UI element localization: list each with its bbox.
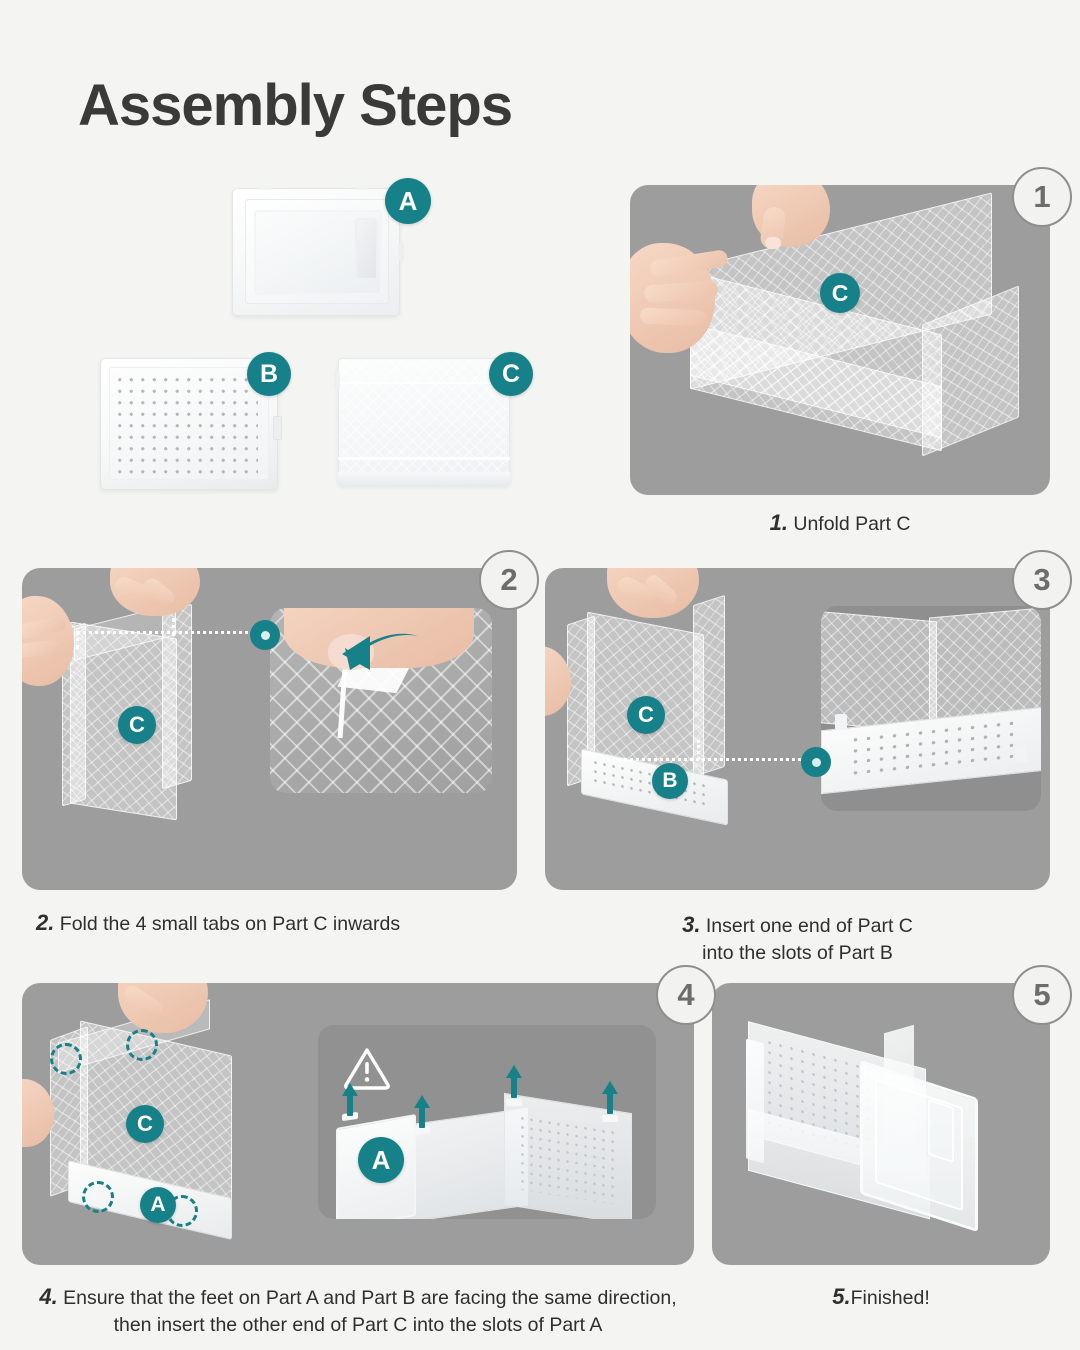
- step-3-connector-dot: [801, 747, 831, 777]
- step-2-panel: 2 C: [22, 550, 539, 890]
- part-c-mesh-texture: [341, 361, 507, 483]
- step-4-arrow-4: [602, 1081, 618, 1115]
- step-2-fold-arrow: [342, 633, 418, 670]
- step-2-detail-thumb: [284, 608, 474, 668]
- step-3-badge-c-label: C: [638, 702, 654, 727]
- part-a-illustration: [232, 185, 404, 316]
- step-4-arrow-2: [414, 1095, 430, 1129]
- step-3-number: 3: [1012, 550, 1072, 610]
- step-1-finger-3: [639, 307, 707, 327]
- step-4-badge-a-label: A: [150, 1193, 166, 1216]
- part-c-illustration: [334, 358, 514, 486]
- step-3-caption-text-1: Insert one end of Part C: [705, 915, 913, 937]
- step-4-detail-foot-3: [506, 1099, 522, 1106]
- step-4-foot-highlight-1: [50, 1043, 82, 1075]
- step-2-connector-tick-right: [172, 618, 175, 636]
- step-4-panel: A 4 C A: [22, 965, 716, 1265]
- step-5-door-latch: [968, 1111, 975, 1137]
- step-4-arrow-3: [506, 1065, 522, 1099]
- step-3-badge-c: C: [627, 696, 665, 734]
- page-title: Assembly Steps: [78, 73, 513, 138]
- step-4-caption-line-1: 4. Ensure that the feet on Part A and Pa…: [22, 1282, 694, 1312]
- step-2-detail-inset: [270, 608, 492, 793]
- step-2-connector-dot: [250, 620, 280, 650]
- step-4-detail-badge-a-label: A: [371, 1144, 391, 1175]
- part-badge-b-label: B: [259, 359, 279, 388]
- step-2-number: 2: [479, 550, 539, 610]
- step-5-number: 5: [1012, 965, 1072, 1025]
- step-3-badge-b: B: [652, 763, 688, 799]
- step-4-caption-text-1: Ensure that the feet on Part A and Part …: [63, 1287, 677, 1309]
- step-3-connector-tick: [697, 740, 700, 760]
- step-1-number-label: 1: [1033, 179, 1051, 214]
- step-3-badge-b-label: B: [662, 769, 678, 792]
- step-1-panel: 1 C: [630, 167, 1072, 495]
- step-2-connector-tick-left: [76, 631, 79, 649]
- step-5-number-label: 5: [1033, 977, 1051, 1012]
- step-3-caption-number: 3.: [682, 912, 701, 937]
- part-a-handle: [355, 218, 378, 280]
- step-1-caption: 1. Unfold Part C: [630, 508, 1050, 538]
- step-1-number: 1: [1012, 167, 1072, 227]
- part-c-crease-bottom: [338, 457, 510, 460]
- part-a-nub-right: [356, 185, 368, 190]
- step-5-caption: 5.Finished!: [712, 1282, 1050, 1312]
- step-4-detail-perforations: [518, 1113, 616, 1205]
- step-1-caption-text: Unfold Part C: [793, 513, 911, 535]
- part-badge-c-label: C: [501, 359, 521, 388]
- part-a-nub-left: [260, 185, 272, 190]
- step-5-caption-number: 5.: [832, 1284, 851, 1309]
- step-4-number-label: 4: [677, 977, 695, 1012]
- step-2-caption: 2. Fold the 4 small tabs on Part C inwar…: [36, 908, 506, 938]
- part-badge-a-label: A: [398, 185, 418, 216]
- step-1-nail: [765, 237, 781, 249]
- part-c-crease-top: [338, 382, 510, 384]
- step-1-badge-c: C: [820, 273, 860, 313]
- part-b-perforations: [114, 374, 258, 474]
- step-4-detail-badge-a: A: [358, 1137, 404, 1183]
- step-5-panel: 5: [712, 965, 1072, 1265]
- step-1-caption-number: 1.: [769, 510, 788, 535]
- step-3-detail-slot-right: [1015, 746, 1027, 762]
- step-4-number: 4: [656, 965, 716, 1025]
- step-3-panel: 3 C B: [545, 550, 1072, 890]
- part-badge-c: C: [489, 352, 533, 396]
- part-c-lip: [338, 472, 510, 486]
- step-5-door-handle: [928, 1098, 954, 1164]
- part-b-illustration: [100, 358, 282, 490]
- step-4-badge-c-label: C: [137, 1111, 153, 1136]
- step-3-detail-slot-left: [835, 714, 847, 730]
- step-2-badge-c: C: [118, 706, 156, 744]
- step-2-caption-number: 2.: [36, 910, 55, 935]
- step-3-caption: 3. Insert one end of Part C into the slo…: [545, 910, 1050, 966]
- step-4-badge-a: A: [140, 1187, 176, 1223]
- part-a-side-tab: [398, 243, 404, 261]
- step-4-caption: 4. Ensure that the feet on Part A and Pa…: [22, 1282, 694, 1338]
- step-2-connector-line: [76, 631, 256, 634]
- step-4-detail-inset: A: [318, 1025, 656, 1219]
- part-c-ear-left: [334, 372, 340, 388]
- step-3-caption-line-1: 3. Insert one end of Part C: [545, 910, 1050, 940]
- part-badge-a: A: [385, 178, 431, 224]
- step-1-badge-c-label: C: [831, 279, 849, 306]
- step-5-caption-text: Finished!: [850, 1287, 930, 1309]
- step-3-connector-line: [607, 758, 807, 761]
- step-4-badge-c: C: [126, 1105, 164, 1143]
- step-3-detail-inset: [821, 606, 1041, 811]
- step-4-foot-highlight-3: [82, 1181, 114, 1213]
- step-3-caption-text-2: into the slots of Part B: [702, 941, 893, 964]
- step-4-foot-highlight-2: [126, 1029, 158, 1061]
- step-2-number-label: 2: [500, 562, 518, 597]
- part-b-side-slot: [273, 416, 282, 440]
- step-3-number-label: 3: [1033, 562, 1051, 597]
- step-2-caption-text: Fold the 4 small tabs on Part C inwards: [59, 913, 401, 935]
- part-badge-b: B: [247, 352, 291, 396]
- step-4-caption-number: 4.: [39, 1284, 58, 1309]
- step-4-detail-foot-4: [602, 1115, 618, 1122]
- step-2-badge-c-label: C: [129, 712, 145, 737]
- step-4-arrow-1: [342, 1083, 358, 1117]
- step-4-caption-text-2: then insert the other end of Part C into…: [113, 1313, 603, 1336]
